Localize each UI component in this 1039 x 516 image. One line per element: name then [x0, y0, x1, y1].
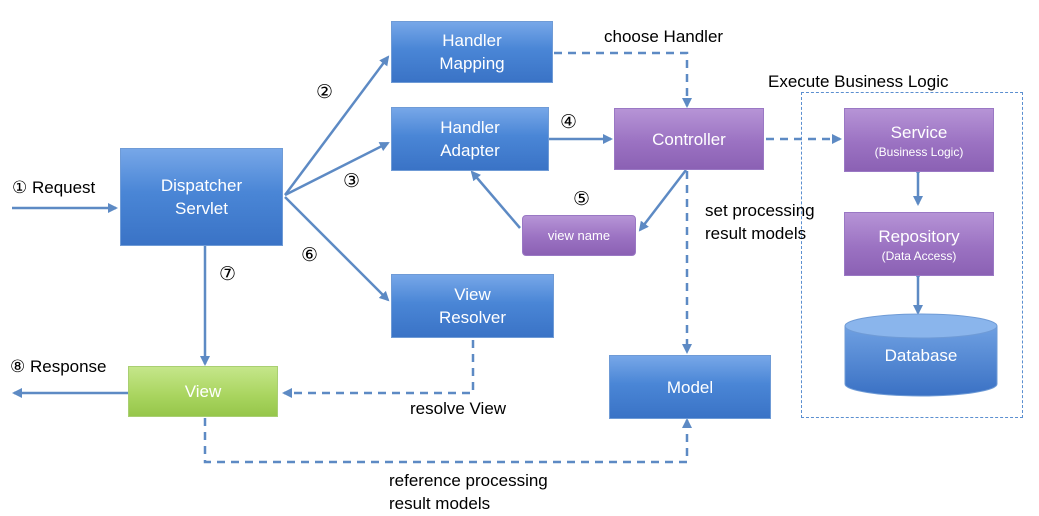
- step-seven: ⑦: [219, 264, 237, 285]
- business-logic-region: [801, 92, 1023, 418]
- database-label: Database: [884, 346, 958, 365]
- arrow-dispatcher-to-adapter: [284, 141, 390, 197]
- arrow-resolver-to-view: [282, 340, 475, 398]
- model-label: Model: [666, 377, 714, 397]
- view-label: View: [184, 382, 222, 401]
- repository-node[interactable]: Repository (Data Access): [844, 212, 994, 276]
- controller-node[interactable]: Controller: [614, 108, 764, 170]
- response-label: ⑧ Response: [10, 357, 107, 376]
- service-sub: (Business Logic): [874, 144, 964, 159]
- view-node[interactable]: View: [128, 366, 278, 417]
- service-title: Service: [890, 122, 948, 142]
- execute-business-logic-label: Execute Business Logic: [768, 72, 949, 91]
- arrow-viewname-to-adapter: [470, 170, 521, 229]
- reference-processing-line2: result models: [389, 494, 491, 513]
- handler-mapping-line1: Handler: [442, 31, 502, 50]
- database-cylinder: [844, 313, 998, 397]
- step-two: ②: [316, 82, 334, 103]
- step-six: ⑥: [301, 245, 319, 266]
- arrow-view-to-model: [203, 418, 692, 464]
- view-name-node[interactable]: view name: [522, 215, 636, 256]
- step-five: ⑤: [573, 189, 591, 210]
- dispatcher-servlet-line1: Dispatcher: [160, 176, 243, 195]
- view-resolver-line1: View: [454, 285, 491, 304]
- reference-processing-line1: reference processing: [389, 471, 548, 490]
- repository-title: Repository: [878, 226, 960, 246]
- handler-adapter-line2: Adapter: [440, 141, 500, 160]
- arrow-dispatcher-to-resolver: [284, 196, 390, 302]
- dispatcher-servlet-node[interactable]: Dispatcher Servlet: [120, 148, 283, 246]
- resolve-view-label: resolve View: [410, 399, 507, 418]
- arrow-mapping-to-controller: [554, 51, 692, 108]
- controller-label: Controller: [652, 129, 726, 149]
- arrow-dispatcher-to-mapping: [283, 55, 390, 196]
- set-processing-line2: result models: [705, 224, 807, 243]
- step-four: ④: [560, 112, 578, 133]
- view-resolver-line2: Resolver: [438, 308, 507, 327]
- view-resolver-node[interactable]: View Resolver: [391, 274, 554, 338]
- handler-adapter-node[interactable]: Handler Adapter: [391, 107, 549, 171]
- handler-mapping-node[interactable]: Handler Mapping: [391, 21, 553, 83]
- step-three: ③: [343, 171, 361, 192]
- view-name-label: view name: [547, 228, 611, 243]
- choose-handler-label: choose Handler: [604, 27, 724, 46]
- repository-sub: (Data Access): [881, 248, 957, 263]
- model-node[interactable]: Model: [609, 355, 771, 419]
- request-label: ① Request: [12, 178, 96, 197]
- service-node[interactable]: Service (Business Logic): [844, 108, 994, 172]
- handler-adapter-line1: Handler: [440, 118, 500, 137]
- handler-mapping-line2: Mapping: [439, 54, 505, 73]
- arrow-controller-to-viewname: [638, 169, 687, 232]
- set-processing-line1: set processing: [705, 201, 815, 220]
- dispatcher-servlet-line2: Servlet: [175, 199, 228, 218]
